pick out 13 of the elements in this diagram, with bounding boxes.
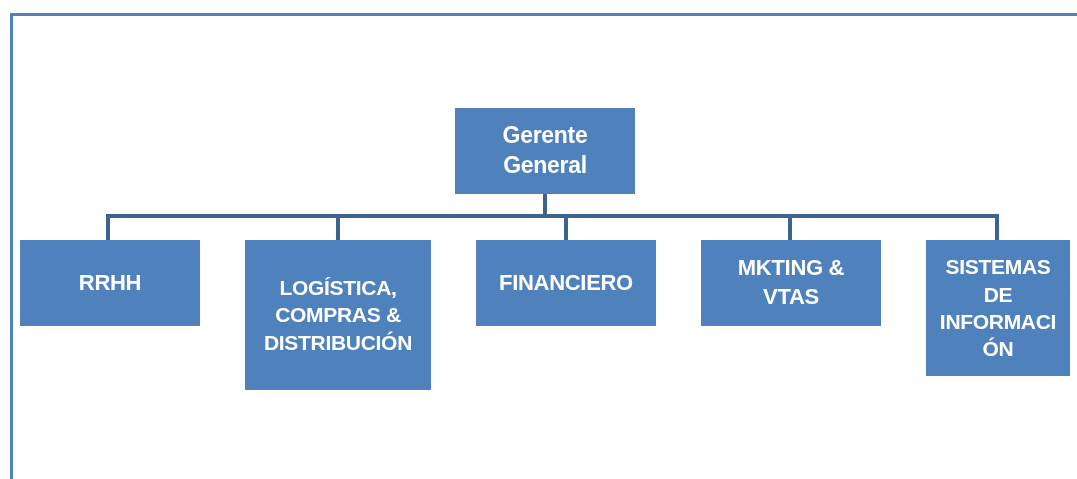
box-label: RRHH	[78, 268, 142, 297]
org-box	[701, 240, 881, 326]
box-label: FINANCIERO	[499, 268, 633, 297]
box-label: LOGÍSTICA, COMPRAS & DISTRIBUCIÓN	[262, 275, 414, 356]
org-box	[245, 240, 431, 390]
box-label: Gerente General	[501, 121, 589, 180]
connector-line	[543, 194, 999, 240]
org-box	[20, 240, 200, 326]
org-box	[926, 240, 1070, 376]
org-box	[476, 240, 656, 326]
org-box	[455, 108, 635, 194]
box-label: MKTING & VTAS	[736, 254, 846, 311]
box-label: SISTEMAS DE INFORMACIÓN	[938, 254, 1058, 363]
